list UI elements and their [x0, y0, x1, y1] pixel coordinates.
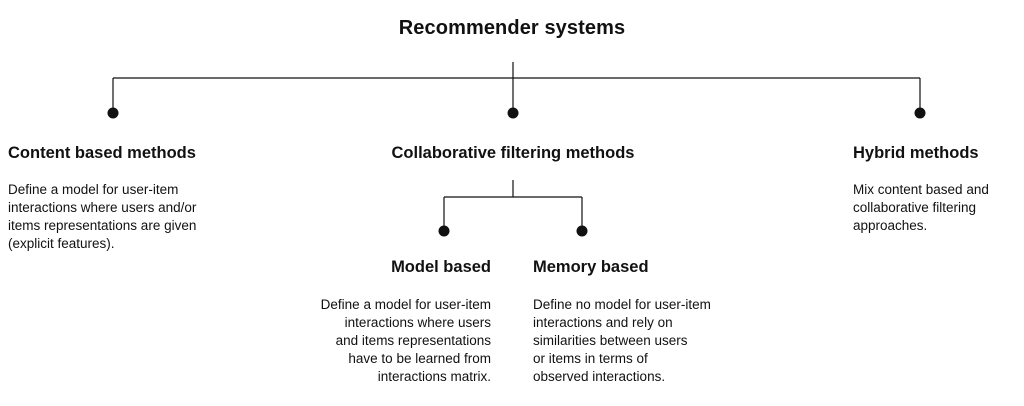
collaborative-heading: Collaborative filtering methods	[391, 144, 635, 162]
memory-based-heading: Memory based	[533, 258, 649, 276]
model-based-description: Define a model for user-item interaction…	[320, 297, 491, 384]
hybrid-heading: Hybrid methods	[853, 144, 979, 162]
content-node-dot	[107, 107, 119, 119]
diagram-title: Recommender systems	[398, 17, 626, 39]
content-based-heading: Content based methods	[8, 144, 196, 162]
model-node-dot	[438, 225, 450, 237]
hybrid-description: Mix content based and collaborative filt…	[853, 182, 989, 233]
hybrid-node-dot	[914, 107, 926, 119]
content-based-description: Define a model for user-item interaction…	[8, 182, 197, 251]
memory-node-dot	[576, 225, 588, 237]
model-based-heading: Model based	[391, 258, 491, 276]
memory-based-description: Define no model for user-item interactio…	[533, 297, 711, 384]
collaborative-node-dot	[507, 107, 519, 119]
